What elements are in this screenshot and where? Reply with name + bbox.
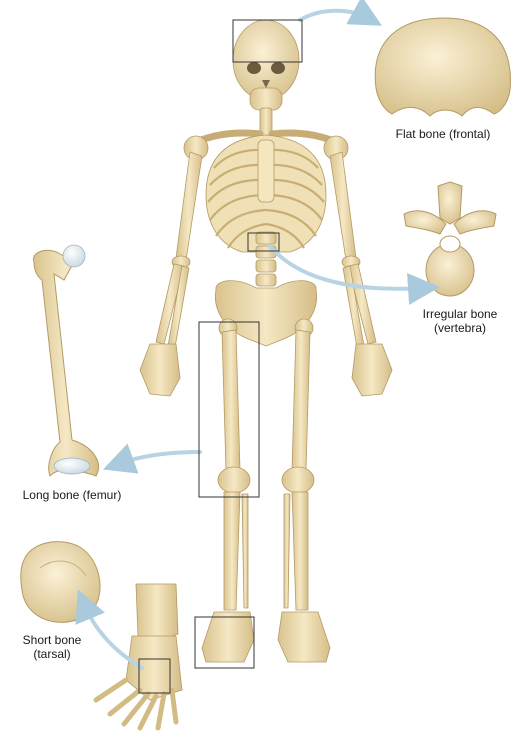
sternum xyxy=(258,140,274,202)
arrow-to-long xyxy=(118,452,200,464)
label-short-bone: Short bone (tarsal) xyxy=(2,633,102,661)
right-foot xyxy=(278,612,330,662)
label-short-line2: (tarsal) xyxy=(2,647,102,661)
label-irregular-bone: Irregular bone (vertebra) xyxy=(400,307,519,335)
left-foot xyxy=(202,612,254,662)
label-irregular-line2: (vertebra) xyxy=(400,321,519,335)
foot-detail-illustration xyxy=(96,584,182,728)
label-flat-bone: Flat bone (frontal) xyxy=(378,127,508,141)
femoral-head xyxy=(63,245,85,267)
label-irregular-line1: Irregular bone xyxy=(400,307,519,321)
vertebra-illustration xyxy=(404,182,496,296)
label-long-bone: Long bone (femur) xyxy=(2,488,142,502)
label-short-line1: Short bone xyxy=(2,633,102,647)
mandible xyxy=(250,88,282,110)
frontal-bone-illustration xyxy=(375,18,510,116)
label-flat-line1: Flat bone (frontal) xyxy=(378,127,508,141)
lumbar-spine xyxy=(256,232,276,286)
label-long-line1: Long bone (femur) xyxy=(2,488,142,502)
full-skeleton xyxy=(140,20,392,662)
arrow-to-flat xyxy=(300,11,368,20)
femur-illustration xyxy=(33,245,98,476)
